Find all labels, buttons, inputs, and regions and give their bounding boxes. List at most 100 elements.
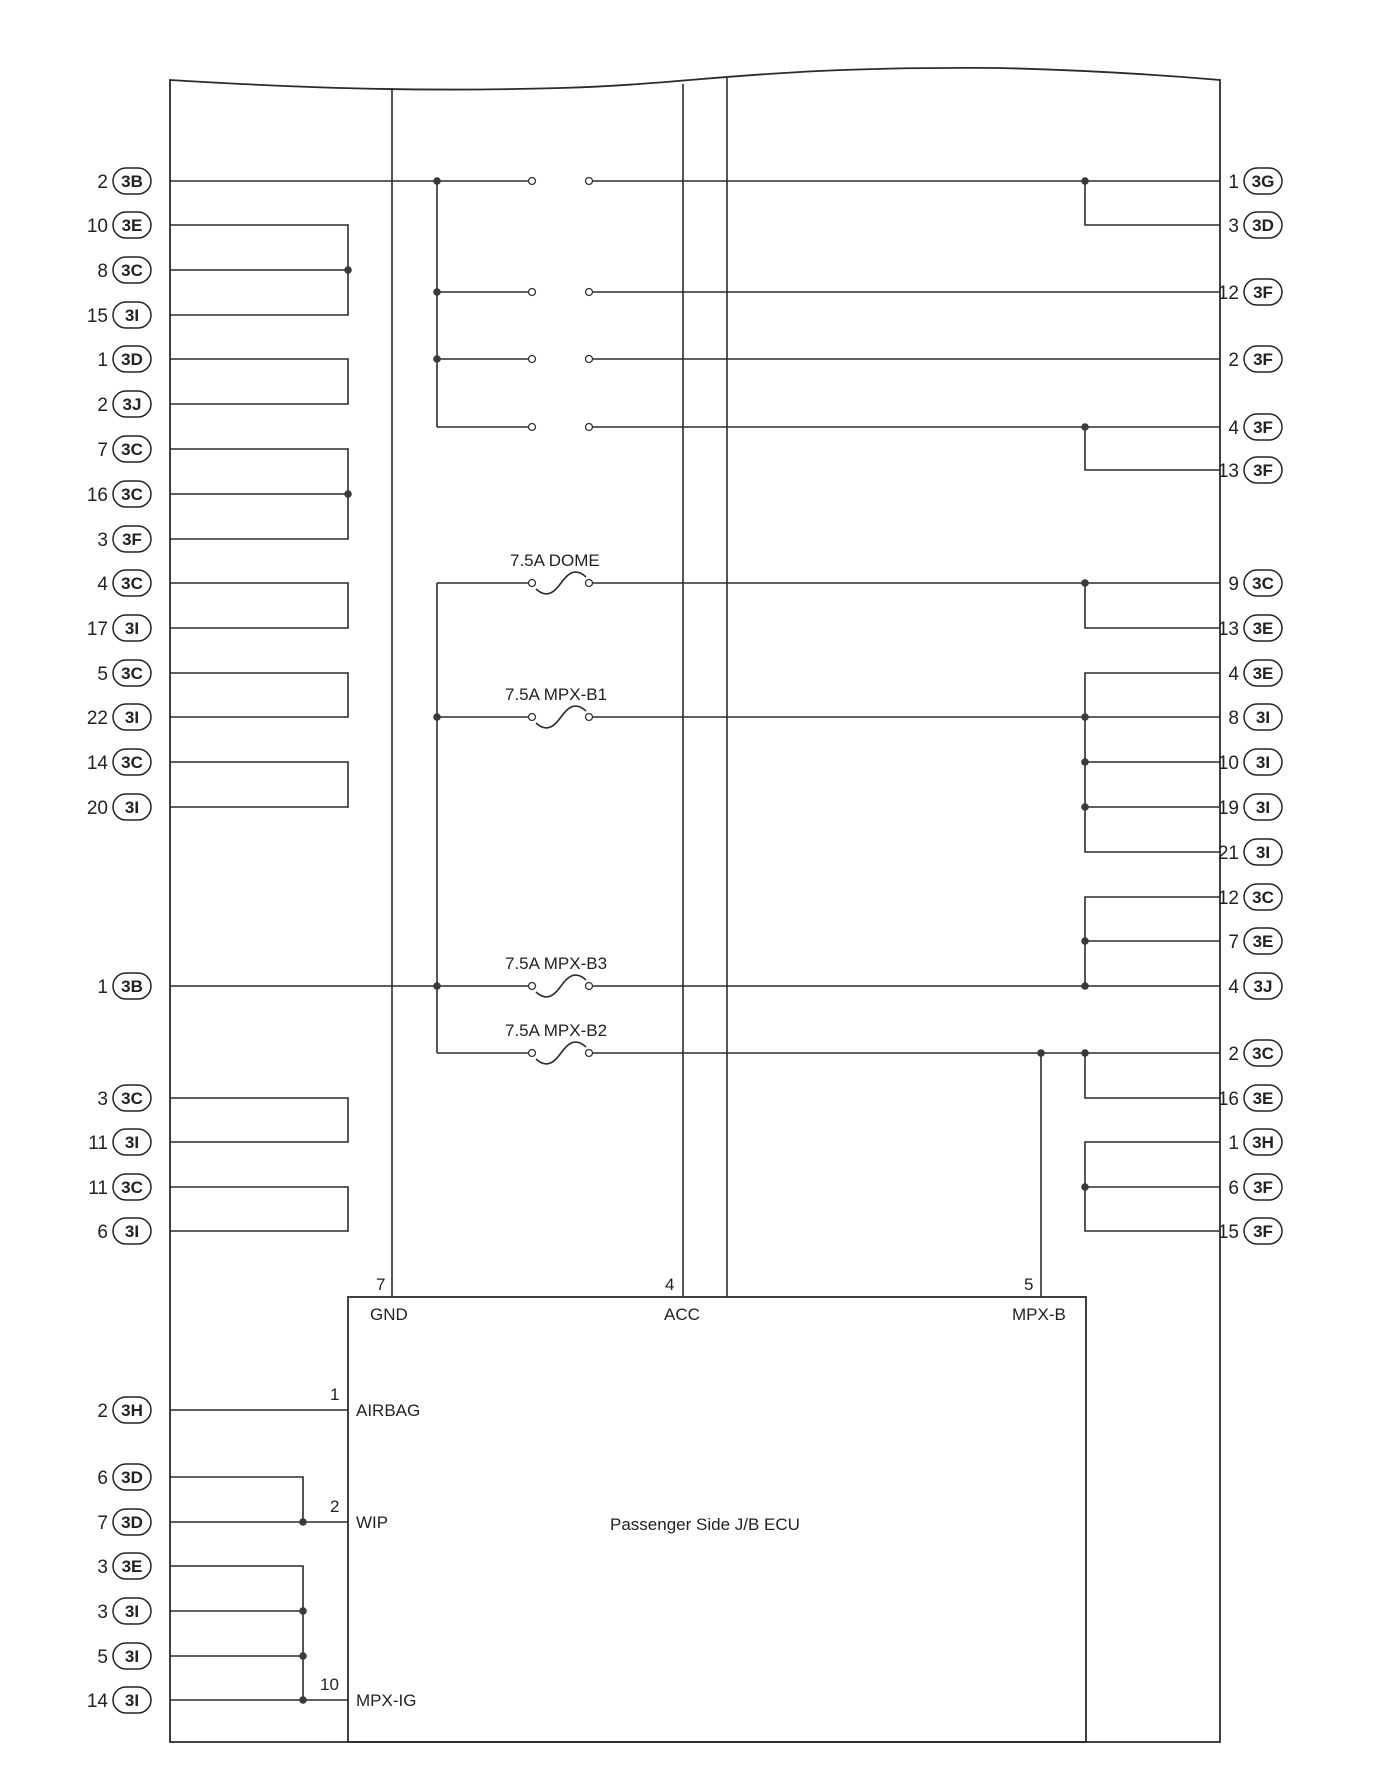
connector-pin-number: 20 <box>87 798 108 819</box>
connector-oval <box>112 614 152 642</box>
connector-pin-number: 11 <box>88 1178 108 1199</box>
connector-pin-number: 3 <box>97 1557 108 1578</box>
switch-contact <box>527 176 537 186</box>
fuse-mpx-b3 <box>527 974 594 998</box>
connector-code: 3I <box>125 619 139 638</box>
connector-callout: 3H1 <box>1228 1128 1283 1156</box>
connector-callout: 3C2 <box>1228 1039 1283 1067</box>
connector-code: 3H <box>121 1401 143 1420</box>
connector-pin-number: 1 <box>97 350 108 371</box>
connector-pin-number: 4 <box>97 574 108 595</box>
connector-code: 3C <box>121 440 143 459</box>
connector-callout: 3C 7 <box>97 435 152 463</box>
connector-code: 3F <box>1253 350 1273 369</box>
fuse-label-mpx-b3: 7.5A MPX-B3 <box>505 954 607 973</box>
connector-callout: 3E3 <box>97 1552 152 1580</box>
connector-pin-number: 3 <box>97 530 108 551</box>
connector-pin-number: 5 <box>97 664 108 685</box>
connector-pin-number: 7 <box>97 1513 108 1534</box>
connector-code: 3I <box>125 708 139 727</box>
connector-code: 3C <box>1252 1044 1274 1063</box>
connector-pin-number: 1 <box>1228 172 1239 193</box>
fuse-dome <box>527 571 594 595</box>
bracket-12-3C <box>1084 896 1220 986</box>
connector-pin-number: 7 <box>97 440 108 461</box>
connector-callout: 3B1 <box>97 972 152 1000</box>
connector-code: 3E <box>1253 1089 1274 1108</box>
right-connector-column: 3G13D33F123F23F43F133C93E133E43I83I103I1… <box>1218 167 1283 1245</box>
connector-oval <box>1243 659 1283 687</box>
connector-code: 3D <box>121 1468 143 1487</box>
connector-pin-number: 9 <box>1228 574 1239 595</box>
connector-callout: 3G1 <box>1228 167 1283 195</box>
connector-oval <box>112 525 152 553</box>
connector-code: 3E <box>1253 664 1274 683</box>
connector-code: 3I <box>125 1602 139 1621</box>
junction-block-frame <box>169 66 1221 1743</box>
switch-contact <box>584 422 594 432</box>
ecu-terminal-airbag: AIRBAG <box>356 1401 420 1420</box>
bracket-4-3C <box>170 582 349 629</box>
switch-contact <box>527 287 537 297</box>
bracket-1-3D <box>170 358 349 405</box>
bracket-14-3C <box>170 761 349 808</box>
connector-code: 3I <box>125 1691 139 1710</box>
connector-oval <box>1243 703 1283 731</box>
connector-oval <box>112 390 152 418</box>
wire-16-3E <box>1084 1053 1220 1099</box>
connector-oval <box>1243 1084 1283 1112</box>
fuse-mpx-b1 <box>527 705 594 729</box>
connector-code: 3I <box>125 798 139 817</box>
connector-code: 3C <box>121 664 143 683</box>
connector-oval <box>1243 972 1283 1000</box>
connector-code: 3C <box>1252 574 1274 593</box>
connector-oval <box>112 1128 152 1156</box>
connector-pin-number: 2 <box>97 1401 108 1422</box>
connector-code: 3C <box>121 485 143 504</box>
switch-contact <box>584 354 594 364</box>
fuse-mpx-b2 <box>527 1041 594 1065</box>
connector-code: 3D <box>121 1513 143 1532</box>
bracket-5-3C <box>170 672 349 718</box>
ecu-box <box>347 1296 1087 1743</box>
connector-code: 3E <box>1253 932 1274 951</box>
connector-code: 3H <box>1252 1133 1274 1152</box>
connector-callout: 3I5 <box>97 1642 152 1670</box>
connector-callout: 3B2 <box>97 167 152 195</box>
ecu-pin-mpxb: 5 <box>1024 1275 1033 1294</box>
wire-13-3F <box>1084 427 1220 471</box>
connector-callout: 3I 15 <box>87 301 152 329</box>
connector-oval <box>112 345 152 373</box>
connector-code: 3C <box>1252 888 1274 907</box>
connector-pin-number: 16 <box>1218 1089 1239 1110</box>
ecu-terminal-gnd: GND <box>370 1305 408 1324</box>
switch-contact <box>584 287 594 297</box>
connector-callout: 3F4 <box>1228 413 1283 441</box>
ecu-pin-wip: 2 <box>330 1497 339 1516</box>
fuse-label-mpx-b2: 7.5A MPX-B2 <box>505 1021 607 1040</box>
connector-oval <box>112 1396 152 1424</box>
connector-oval <box>112 1084 152 1112</box>
connector-code: 3I <box>125 306 139 325</box>
ecu-terminal-wip: WIP <box>356 1513 388 1532</box>
connector-callout: 3I 3 <box>97 1597 152 1625</box>
connector-callout: 3E 16 <box>1218 1084 1283 1112</box>
connector-pin-number: 15 <box>87 306 108 327</box>
connector-pin-number: 10 <box>87 216 108 237</box>
connector-pin-number: 12 <box>1218 888 1239 909</box>
connector-oval <box>1243 456 1283 484</box>
connector-pin-number: 5 <box>97 1647 108 1668</box>
connector-oval <box>1243 167 1283 195</box>
connector-oval <box>1243 211 1283 239</box>
bracket-11-3C <box>170 1186 349 1232</box>
connector-callout: 3H 2 <box>97 1396 152 1424</box>
connector-oval <box>1243 748 1283 776</box>
connector-code: 3C <box>121 574 143 593</box>
connector-oval <box>112 1597 152 1625</box>
connector-pin-number: 3 <box>97 1602 108 1623</box>
connector-pin-number: 7 <box>1228 932 1239 953</box>
